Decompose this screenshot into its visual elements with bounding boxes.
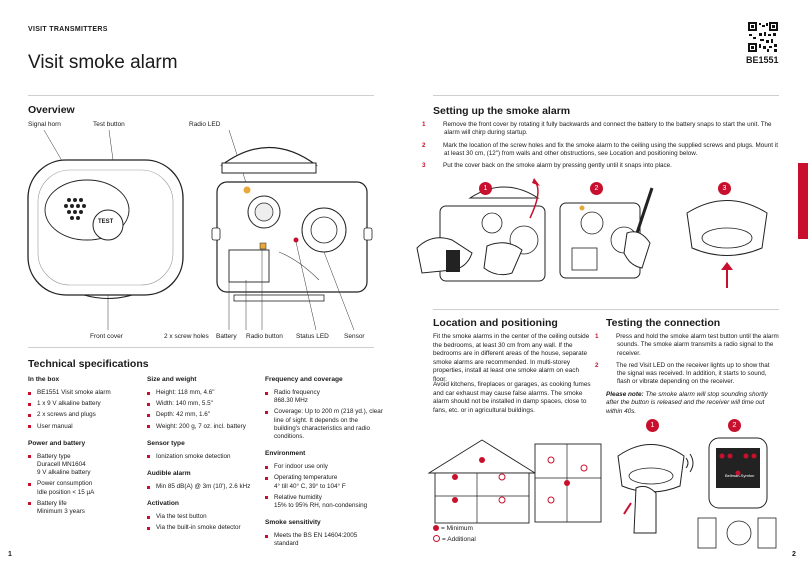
list-item: User manual xyxy=(28,423,138,431)
in-box-title: In the box xyxy=(28,376,60,383)
list-item: For indoor use only xyxy=(265,463,383,471)
filled-dot-icon xyxy=(433,525,439,531)
label-radio-led: Radio LED xyxy=(189,121,221,128)
sensor-list: Ionization smoke detection xyxy=(147,453,262,461)
testing-illustration xyxy=(617,437,777,549)
specs-col-2: Size and weight Height: 118 mm, 4.6" Wid… xyxy=(147,376,262,536)
qr-code-icon xyxy=(748,22,778,52)
specs-col-3: Frequency and coverage Radio frequency 8… xyxy=(265,376,383,552)
list-item: Power consumption Idle position < 15 µA xyxy=(28,480,138,496)
list-item: 2 x screws and plugs xyxy=(28,411,138,419)
audible-list: Min 85 dB(A) @ 3m (10'), 2.6 kHz xyxy=(147,483,262,491)
list-item: Radio frequency 868.30 MHz xyxy=(265,389,383,405)
page-number-left: 1 xyxy=(8,551,12,558)
list-item: Battery life Minimum 3 years xyxy=(28,500,138,516)
list-item: Relative humidity 15% to 95% RH, non-con… xyxy=(265,494,383,510)
list-item: Coverage: Up to 200 m (218 yd.), clear l… xyxy=(265,408,383,441)
list-item: Width: 140 mm, 5.5" xyxy=(147,400,262,408)
size-title: Size and weight xyxy=(147,376,197,383)
list-item: 1 x 9 V alkaline battery xyxy=(28,400,138,408)
list-item: Depth: 42 mm, 1.6" xyxy=(147,411,262,419)
frequency-list: Radio frequency 868.30 MHz Coverage: Up … xyxy=(265,389,383,441)
list-item: Via the test button xyxy=(147,513,262,521)
setup-heading: Setting up the smoke alarm xyxy=(433,105,571,117)
list-item: Battery type Duracell MN1604 9 V alkalin… xyxy=(28,453,138,478)
test-button-label: TEST xyxy=(98,219,114,225)
activation-list: Via the test button Via the built-in smo… xyxy=(147,513,262,532)
sensor-title: Sensor type xyxy=(147,439,185,447)
setup-illustration xyxy=(416,178,768,288)
size-list: Height: 118 mm, 4.6" Width: 140 mm, 5.5"… xyxy=(147,389,262,431)
label-status-led: Status LED xyxy=(296,333,329,340)
testing-note: Please note: The smoke alarm will stop s… xyxy=(606,390,768,415)
label-test-button: Test button xyxy=(93,121,125,128)
page-number-right: 2 xyxy=(792,551,796,558)
divider xyxy=(28,347,374,348)
overview-heading: Overview xyxy=(28,104,75,116)
list-item: Height: 118 mm, 4.6" xyxy=(147,389,262,397)
figure-number: 2 xyxy=(590,182,603,195)
list-item: Weight: 200 g, 7 oz. incl. battery xyxy=(147,423,262,431)
label-radio-button: Radio button xyxy=(246,333,283,340)
location-heading: Location and positioning xyxy=(433,317,558,329)
list-item: Ionization smoke detection xyxy=(147,453,262,461)
model-number: BE1551 xyxy=(746,55,779,65)
divider xyxy=(433,309,779,310)
divider xyxy=(28,95,374,96)
figure-number: 1 xyxy=(479,182,492,195)
power-list: Battery type Duracell MN1604 9 V alkalin… xyxy=(28,453,138,516)
list-item: Min 85 dB(A) @ 3m (10'), 2.6 kHz xyxy=(147,483,262,491)
testing-heading: Testing the connection xyxy=(606,317,721,329)
environment-list: For indoor use only Operating temperatur… xyxy=(265,463,383,510)
label-front-cover: Front cover xyxy=(90,333,123,340)
hollow-dot-icon xyxy=(433,535,440,542)
frequency-title: Frequency and coverage xyxy=(265,376,343,383)
legend-additional: = Additional xyxy=(433,535,476,543)
list-item: Via the built-in smoke detector xyxy=(147,524,262,532)
figure-number: 1 xyxy=(646,419,659,432)
power-title: Power and battery xyxy=(28,439,86,447)
figure-number: 3 xyxy=(718,182,731,195)
location-paragraph-2: Avoid kitchens, fireplaces or garages, a… xyxy=(433,381,591,414)
divider xyxy=(433,95,779,96)
page-title: Visit smoke alarm xyxy=(28,52,178,73)
label-signal-horn: Signal horn xyxy=(28,121,61,128)
sensitivity-title: Smoke sensitivity xyxy=(265,519,321,527)
environment-title: Environment xyxy=(265,450,306,458)
audible-title: Audible alarm xyxy=(147,470,191,478)
label-screw-holes: 2 x screw holes xyxy=(164,333,209,340)
list-item: Operating temperature 4° till 40° C, 39°… xyxy=(265,474,383,490)
overview-illustration xyxy=(27,130,373,330)
specs-heading: Technical specifications xyxy=(28,358,149,370)
activation-title: Activation xyxy=(147,500,179,508)
list-item: BE1551 Visit smoke alarm xyxy=(28,389,138,397)
list-item: Meets the BS EN 14604:2005 standard xyxy=(265,532,383,548)
label-sensor: Sensor xyxy=(344,333,365,340)
label-battery: Battery xyxy=(216,333,237,340)
house-diagram xyxy=(427,439,602,524)
specs-col-1: In the box BE1551 Visit smoke alarm 1 x … xyxy=(28,376,138,519)
figure-number: 2 xyxy=(728,419,741,432)
legend-minimum: = Minimum xyxy=(433,525,473,532)
chapter-tab xyxy=(798,163,808,239)
in-box-list: BE1551 Visit smoke alarm 1 x 9 V alkalin… xyxy=(28,389,138,431)
location-paragraph-1: Fit the smoke alarms in the center of th… xyxy=(433,333,590,383)
receiver-brand: Bellman-Symfon xyxy=(725,473,755,478)
section-label: VISIT TRANSMITTERS xyxy=(28,26,108,33)
sensitivity-list: Meets the BS EN 14604:2005 standard xyxy=(265,532,383,548)
